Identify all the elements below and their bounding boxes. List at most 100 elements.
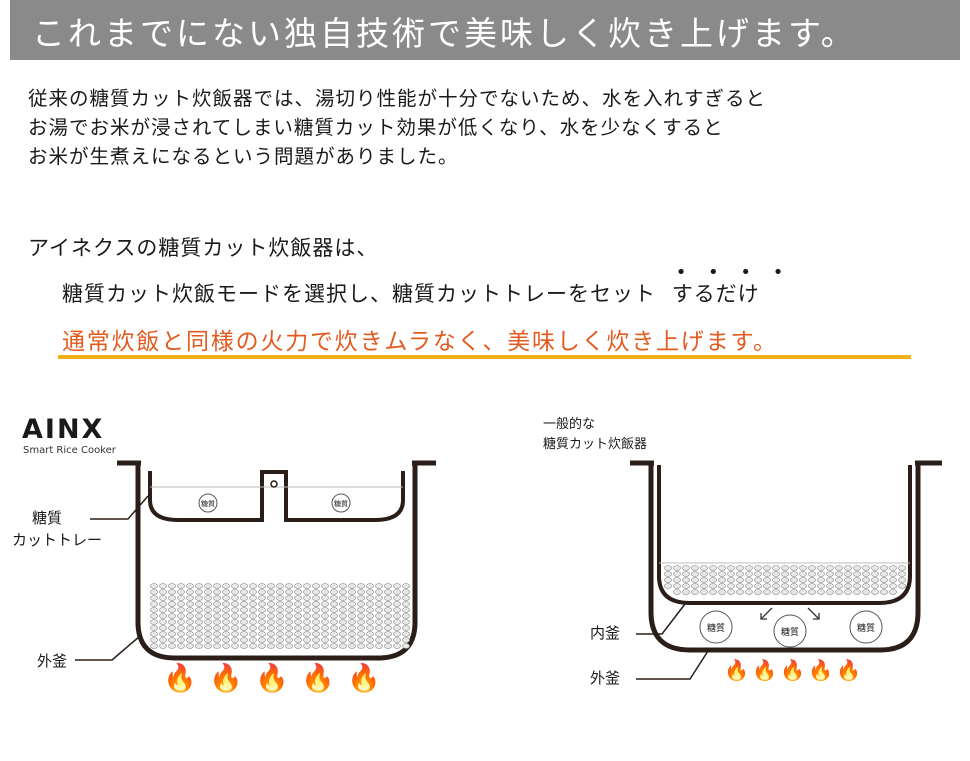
rice-grain (844, 589, 852, 595)
rice-grain (384, 607, 392, 613)
arrow-right-head (813, 613, 820, 620)
rice-grain (168, 619, 176, 625)
rice-grain (177, 601, 185, 607)
rice-grain (159, 601, 167, 607)
rice-grain (727, 565, 735, 571)
emphasis-text: するだけ (671, 282, 760, 306)
rice-grain (889, 583, 897, 589)
rice-grain (222, 631, 230, 637)
rice-grain (285, 583, 293, 589)
rice-grain (339, 619, 347, 625)
rice-grain (150, 583, 158, 589)
rice-grain (321, 607, 329, 613)
rice-grain (267, 631, 275, 637)
rice-grain (384, 619, 392, 625)
rice-grain (285, 589, 293, 595)
rice-grain (808, 589, 816, 595)
rice-grain (177, 595, 185, 601)
rice-grain (393, 637, 401, 643)
rice-grain (700, 571, 708, 577)
rice-grain (267, 583, 275, 589)
rice-grain (168, 595, 176, 601)
rice-grain (402, 643, 410, 649)
rice-grain (862, 565, 870, 571)
rice-grain (826, 571, 834, 577)
rice-grain (276, 595, 284, 601)
rice-grain (321, 595, 329, 601)
rice-grain (312, 607, 320, 613)
rice-grain (330, 625, 338, 631)
rice-grain (312, 601, 320, 607)
rice-grain (249, 601, 257, 607)
rice-grain (393, 601, 401, 607)
rice-grain (339, 583, 347, 589)
rice-grain (808, 583, 816, 589)
rice-grain (763, 571, 771, 577)
rice-grain (781, 583, 789, 589)
rice-grain (718, 571, 726, 577)
rice-grain (790, 583, 798, 589)
rice-grain (159, 595, 167, 601)
leader-outer-right (636, 650, 709, 680)
rice-grain (664, 571, 672, 577)
rice-grain (745, 589, 753, 595)
intro-paragraph: 従来の糖質カット炊飯器では、湯切り性能が十分でないため、水を入れすぎると お湯で… (28, 84, 766, 171)
rice-grain (871, 565, 879, 571)
rice-grain (402, 619, 410, 625)
rice-grain (375, 589, 383, 595)
rice-grain (700, 583, 708, 589)
rice-grain (204, 613, 212, 619)
rice-grain (258, 601, 266, 607)
rice-grain (799, 571, 807, 577)
rice-grain (384, 589, 392, 595)
rice-grain (799, 565, 807, 571)
rice-grain (249, 583, 257, 589)
rice-grain (168, 625, 176, 631)
rice-grain (276, 631, 284, 637)
rice-grain (339, 631, 347, 637)
rice-grain (339, 613, 347, 619)
label-tray-line2: カットトレー (12, 531, 103, 549)
rice-grain (177, 583, 185, 589)
rice-grain (781, 571, 789, 577)
rice-grain (231, 595, 239, 601)
rice-grain (745, 583, 753, 589)
rice-grain (231, 601, 239, 607)
rice-grain (150, 613, 158, 619)
intro-line: お米が生煮えになるという問題がありました。 (28, 145, 459, 168)
rice-grain (240, 601, 248, 607)
rice-grain (168, 601, 176, 607)
rice-grain (700, 565, 708, 571)
rice-grain (303, 607, 311, 613)
ainx-chip-circle (198, 493, 218, 513)
rice-grain (222, 619, 230, 625)
flame-icon: 🔥 (808, 658, 833, 682)
rice-grain (790, 577, 798, 583)
flame-icon: 🔥 (752, 658, 777, 682)
rice-grain (195, 589, 203, 595)
label-outer-left: 外釜 (37, 652, 68, 670)
rice-grain (357, 637, 365, 643)
rice-grain (402, 613, 410, 619)
rice-grain (258, 595, 266, 601)
rice-grain (393, 607, 401, 613)
rice-grain (339, 595, 347, 601)
rice-grain (231, 643, 239, 649)
rice-grain (700, 577, 708, 583)
rice-grain (303, 637, 311, 643)
rice-grain (195, 613, 203, 619)
rice-grain (393, 613, 401, 619)
rice-grain (150, 607, 158, 613)
rice-grain (186, 631, 194, 637)
rice-grain (240, 625, 248, 631)
ainx-step: 糖質カット炊飯モードを選択し、糖質カットトレーをセット • • • • するだけ (62, 264, 783, 308)
rice-grain (321, 625, 329, 631)
rice-grain (348, 643, 356, 649)
rice-grain (204, 637, 212, 643)
rice-grain (276, 601, 284, 607)
rice-grain (709, 589, 717, 595)
rice-grain (375, 631, 383, 637)
rice-grain (177, 619, 185, 625)
rice-grain (330, 589, 338, 595)
rice-grain (339, 637, 347, 643)
